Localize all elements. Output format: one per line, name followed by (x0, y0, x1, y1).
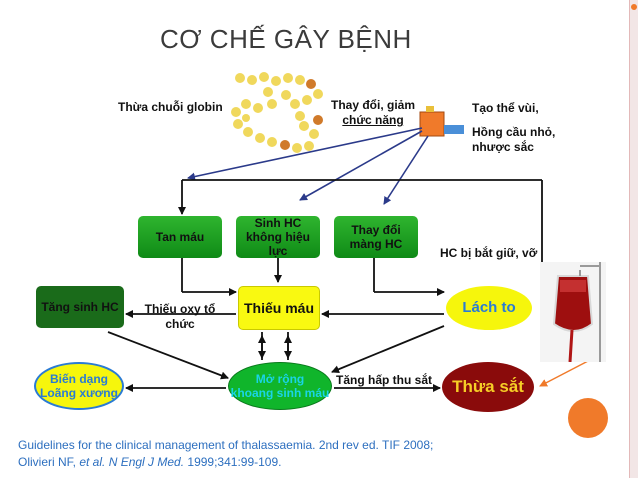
page-title: CƠ CHẾ GÂY BỆNH (160, 24, 412, 54)
label-tissue-hypoxia-line1: Thiếu oxy tổ (144, 302, 216, 316)
blood-bag-icon (540, 262, 606, 362)
globin-chain-icon (231, 72, 323, 153)
citation-journal: et al. N Engl J Med. (79, 455, 185, 469)
box-hemolysis-label: Tan máu (155, 230, 205, 244)
box-marrow-expansion-line1: Mở rộng (255, 372, 305, 386)
label-tissue-hypoxia-line2: chức (165, 317, 195, 331)
box-increased-erythropoiesis-label: Tăng sinh HC (41, 300, 119, 314)
label-iron-absorption: Tăng hấp thu sắt (336, 373, 432, 387)
box-marrow-expansion-line2: khoang sinh máu (230, 386, 330, 400)
label-tissue-hypoxia: Thiếu oxy tổ chức (142, 302, 218, 332)
box-marrow-expansion: Mở rộng khoang sinh máu (228, 362, 332, 410)
box-ineffective-line1: Sinh HC (254, 216, 302, 230)
box-splenomegaly-label: Lách to (462, 299, 516, 316)
label-function-change: Thay đổi, giảm chức năng (328, 98, 418, 128)
label-microcytic-line2: nhược sắc (472, 140, 534, 154)
label-function-change-line1: Thay đổi, giảm (330, 98, 415, 112)
box-ineffective-erythropoiesis: Sinh HC không hiệu lực (236, 216, 320, 258)
box-membrane-line2: màng HC (349, 237, 403, 251)
box-bone-deformity: Biến dạng Loãng xương (34, 362, 124, 410)
box-bone-deformity-line2: Loãng xương (40, 386, 118, 400)
box-anemia: Thiếu máu (238, 286, 320, 330)
box-splenomegaly: Lách to (446, 286, 532, 330)
label-inclusion-bodies: Tạo thể vùi, (472, 101, 539, 115)
label-microcytic: Hồng cầu nhỏ, nhược sắc (472, 125, 555, 155)
box-increased-erythropoiesis: Tăng sinh HC (36, 286, 124, 328)
citation: Guidelines for the clinical management o… (18, 437, 433, 471)
orange-circle-icon (568, 398, 608, 438)
label-microcytic-line1: Hồng cầu nhỏ, (472, 125, 556, 139)
citation-line1: Guidelines for the clinical management o… (18, 438, 434, 452)
box-ineffective-line2: không hiệu lực (246, 230, 310, 258)
label-function-change-line2: chức năng (342, 113, 404, 127)
box-membrane-change: Thay đổi màng HC (334, 216, 418, 258)
damaged-cell-icon (419, 106, 464, 137)
label-rbc-trapped: HC bị bắt giữ, vỡ (440, 246, 538, 260)
box-bone-deformity-line1: Biến dạng (49, 372, 108, 386)
citation-line2: Olivieri NF, et al. N Engl J Med. 1999;3… (18, 454, 433, 471)
box-iron-overload-label: Thừa sắt (452, 377, 524, 396)
corner-dot-icon (631, 4, 637, 10)
box-hemolysis: Tan máu (138, 216, 222, 258)
box-iron-overload: Thừa sắt (442, 362, 534, 412)
label-excess-globin: Thừa chuỗi globin (118, 100, 223, 114)
citation-volume: 1999;341:99-109. (184, 455, 282, 469)
box-anemia-label: Thiếu máu (243, 300, 314, 316)
box-membrane-line1: Thay đổi (351, 223, 401, 237)
citation-authors: Olivieri NF, (18, 455, 80, 469)
